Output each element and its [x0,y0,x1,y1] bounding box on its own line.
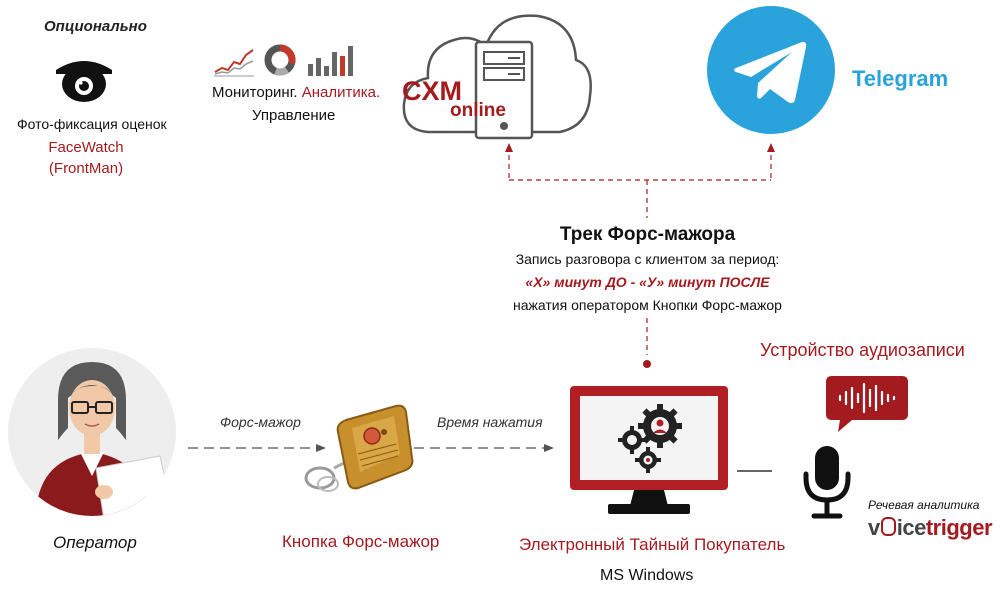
bar-chart-icon [308,46,353,76]
speech-bubble-waveform-icon [826,376,908,432]
monitoring-line1: Мониторинг. Аналитика. [212,84,380,101]
computer-os-label: MS Windows [600,567,694,584]
track-line1: Запись разговора с клиентом за период: [515,251,780,267]
computer-label: Электронный Тайный Покупатель [519,535,786,554]
frontman-label: (FrontMan) [48,160,124,177]
track-title: Трек Форс-мажора [559,224,736,245]
voicetrigger-part2: ice [896,515,927,540]
operator-avatar [8,348,176,516]
operator-label: Оператор [53,533,137,552]
voicetrigger-part3: trigger [925,515,993,540]
analytics-text: Аналитика. [301,84,381,101]
audio-device-title: Устройство аудиозаписи [760,340,965,360]
optional-title: Опционально [44,18,147,35]
facewatch-label: FaceWatch [48,139,124,156]
monitoring-text: Мониторинг. [212,84,298,101]
voicetrigger-part1: v [868,515,880,540]
cxm-logo-top: CXM [402,76,462,106]
computer-monitor-icon [570,386,728,514]
cloud-server-icon [402,14,592,140]
management-text: Управление [252,107,336,124]
remote-button-icon [304,404,414,492]
voicetrigger-mic-icon [880,517,896,536]
button-label: Кнопка Форс-мажор [282,532,440,551]
cxm-logo-bottom: online [450,100,506,121]
donut-chart-icon [264,44,296,76]
flow-label-press-time: Время нажатия [437,414,543,430]
security-camera-icon [56,61,112,102]
track-line2: «Х» минут ДО - «У» минут ПОСЛЕ [525,274,770,290]
telegram-icon [707,6,835,134]
telegram-label: Telegram [852,66,949,91]
voice-analytics-caption: Речевая аналитика [868,498,980,512]
flow-label-force-majeure: Форс-мажор [220,414,301,430]
line-chart-icon [214,49,254,77]
camera-caption: Фото-фиксация оценок [17,116,167,132]
microphone-icon [803,446,851,519]
track-line3: нажатия оператором Кнопки Форс-мажор [513,297,782,313]
